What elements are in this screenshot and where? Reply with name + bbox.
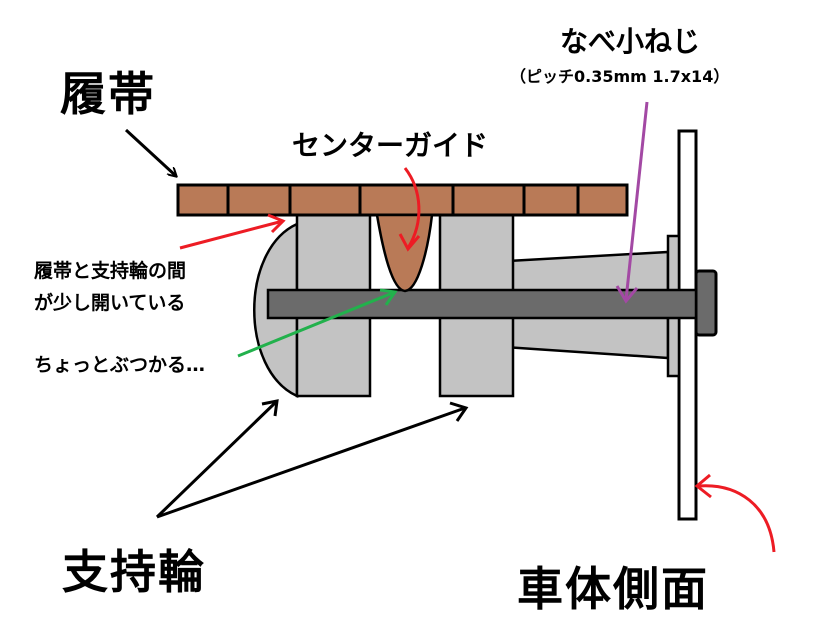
support-wheel-arrow-2 [156,406,466,519]
gap-note-line2: が少し開いている [34,292,186,314]
track-belt [176,183,629,217]
support-wheel-arrowhead-2 [449,401,469,422]
body-side-arrow [697,484,776,553]
support-wheel-label: 支持輪 [62,545,206,599]
center-guide [375,213,434,293]
screw-title: なべ小ねじ [560,25,701,58]
gap-arrowhead [267,213,286,234]
support-wheel-arrow-1 [155,400,278,519]
screw-shaft [266,288,698,320]
track-arrow [124,128,176,176]
gap-arrow [179,219,284,250]
support-wheel-arrowhead-1 [261,399,279,417]
bump-arrowhead [379,288,398,306]
screw-arrow [624,101,649,301]
bump-note: ちょっとぶつかる… [34,354,206,376]
screw-spec: （ピッチ0.35mm 1.7x14） [510,67,730,86]
screw-arrowhead [615,285,639,304]
body-side-plate [677,129,698,521]
body-side-arrowhead [694,473,712,499]
screw-head [694,269,718,337]
gap-note-line1: 履帯と支持輪の間 [34,260,187,282]
center-guide-arrow [403,167,421,249]
center-guide-arrowhead [398,233,421,252]
bump-arrow [237,290,396,358]
center-guide-label: センターガイド [292,129,489,162]
body-side-label: 車体側面 [517,562,709,616]
track-label: 履帯 [60,67,156,121]
